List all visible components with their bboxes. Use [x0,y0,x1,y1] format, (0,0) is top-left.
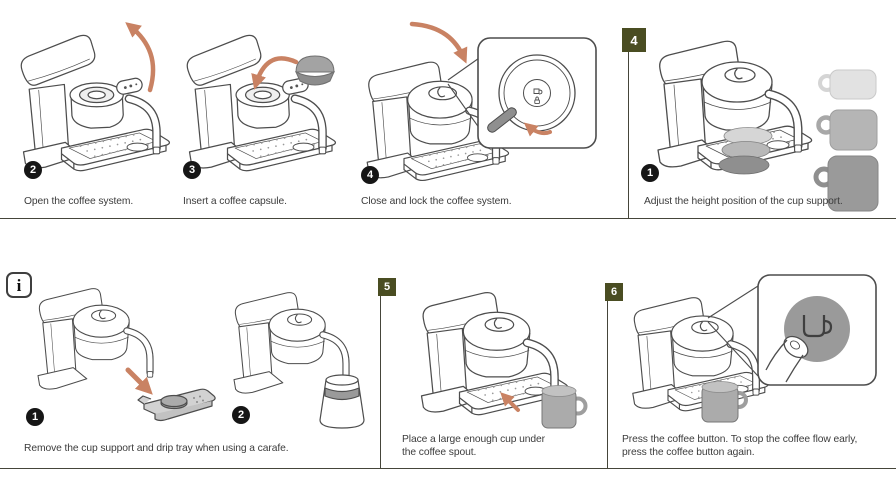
step-badge-open: 2 [24,161,42,179]
dial-cup-icon [533,88,543,105]
caption-press-button-line1: Press the coffee button. To stop the cof… [622,434,858,445]
section-6-connector-line [607,299,608,468]
illustration-close-lock [350,21,597,206]
coffee-button-callout [707,274,877,386]
divider-bottom-section [0,468,896,469]
step-badge-remove-2: 2 [232,406,250,424]
illustration-adjust-height [640,20,879,212]
lock-direction-arrow [523,122,552,137]
section-number-6: 6 [605,283,623,301]
cup-button-icon [802,315,833,338]
section-number-5: 5 [378,278,396,296]
cup-size-large [813,155,879,212]
lock-dial-callout [447,37,597,149]
caption-place-cup-line2: the coffee spout. [402,446,477,458]
callout-leader-lines [707,285,759,377]
cup-size-small [818,69,877,100]
detached-drip-tray [137,388,216,422]
open-direction-arrow [125,22,156,93]
caption-close-lock: Close and lock the coffee system. [361,196,512,207]
caption-open-system: Open the coffee system. [24,196,134,207]
info-glyph: i [16,275,22,295]
caption-remove-tray: Remove the cup support and drip tray whe… [24,443,289,454]
remove-direction-arrow [125,367,153,395]
pressing-finger [765,335,809,383]
divider-top-section [0,218,896,219]
cup-size-medium [816,109,878,151]
caption-place-cup: Place a large enough cup under the coffe… [402,434,545,459]
close-direction-arrow [409,21,468,64]
caption-press-button-line2: press the coffee button again. [622,446,755,458]
illustration-place-cup [388,276,588,429]
coffee-capsule [294,55,336,86]
caption-adjust-height: Adjust the height position of the cup su… [644,196,843,207]
section-5-connector-line [380,294,381,468]
machine-closed [633,298,768,411]
machine-open [18,34,169,171]
section-4-connector-line [628,50,629,218]
spout-pointer-arrow [500,392,520,412]
illustration-open-machine [8,22,183,206]
machine-open [184,34,335,171]
step-badge-remove-1: 1 [26,408,44,426]
caption-insert-capsule: Insert a coffee capsule. [183,196,287,207]
insert-direction-arrow [251,56,299,90]
caption-press-button: Press the coffee button. To stop the cof… [622,434,857,459]
section-number-4: 4 [622,28,646,52]
step-badge-insert: 3 [183,161,201,179]
step-badge-close: 4 [361,166,379,184]
lock-lever [487,107,517,133]
info-icon: i [6,272,32,298]
illustration-remove-tray [2,268,365,429]
callout-leader-lines [447,55,483,133]
illustration-insert-capsule [170,14,350,206]
cup-under-spout [701,381,748,423]
step-badge-adjust: 1 [641,164,659,182]
illustration-press-button [598,274,877,423]
carafe [319,374,365,429]
cup-under-spout [541,385,588,429]
cup-support-positions [718,127,773,175]
caption-place-cup-line1: Place a large enough cup under [402,434,545,445]
